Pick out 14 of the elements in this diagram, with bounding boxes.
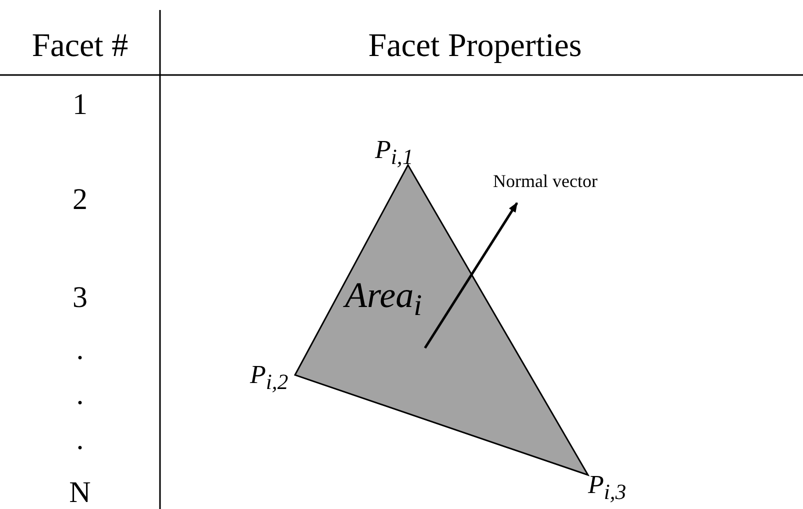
- vertex-label: P$_{i,1}$: [375, 137, 414, 169]
- vertex-label: P$_{i,2}$: [250, 362, 288, 394]
- row-number: N: [69, 478, 91, 508]
- ellipsis-dot: .: [76, 380, 84, 410]
- row-number: 2: [72, 185, 88, 215]
- vector-label: Normal vector: [493, 172, 598, 190]
- ellipsis-dot: .: [76, 425, 84, 455]
- row-number: 1: [72, 90, 88, 120]
- area-label: Area$_{i}$: [345, 277, 422, 322]
- column-header: Facet #: [32, 30, 128, 63]
- ellipsis-dot: .: [76, 335, 84, 365]
- column-header: Facet Properties: [368, 30, 582, 63]
- vertex-label: P$_{i,3}$: [588, 472, 626, 504]
- row-number: 3: [72, 283, 88, 313]
